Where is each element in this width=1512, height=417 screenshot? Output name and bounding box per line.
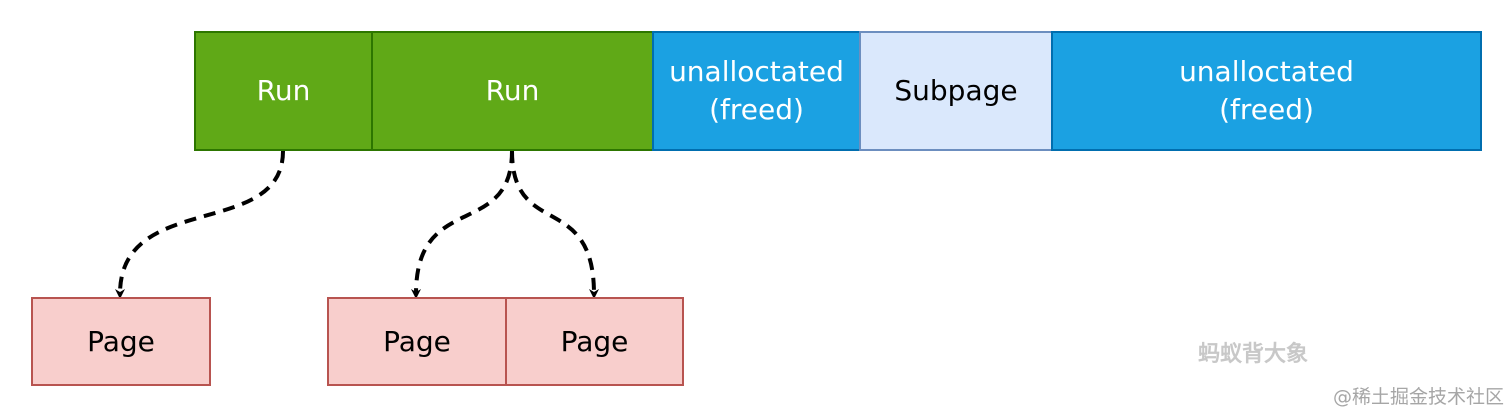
page-box-3: Page [505, 297, 684, 386]
arrow-run2-to-page3 [510, 150, 599, 299]
site-watermark: @稀土掘金技术社区 [1332, 386, 1504, 408]
freed-segment-1: unalloctated (freed) [652, 31, 861, 151]
arrow-run1-to-page1 [115, 150, 285, 299]
author-watermark: 蚂蚁背大象 [1198, 342, 1309, 367]
run-segment-2: Run [371, 31, 654, 151]
page-box-1: Page [31, 297, 211, 386]
arrow-run2-to-page2 [411, 150, 514, 299]
run-segment-1: Run [194, 31, 373, 151]
subpage-segment: Subpage [859, 31, 1053, 151]
freed-segment-2: unalloctated (freed) [1051, 31, 1482, 151]
page-box-2: Page [327, 297, 507, 386]
